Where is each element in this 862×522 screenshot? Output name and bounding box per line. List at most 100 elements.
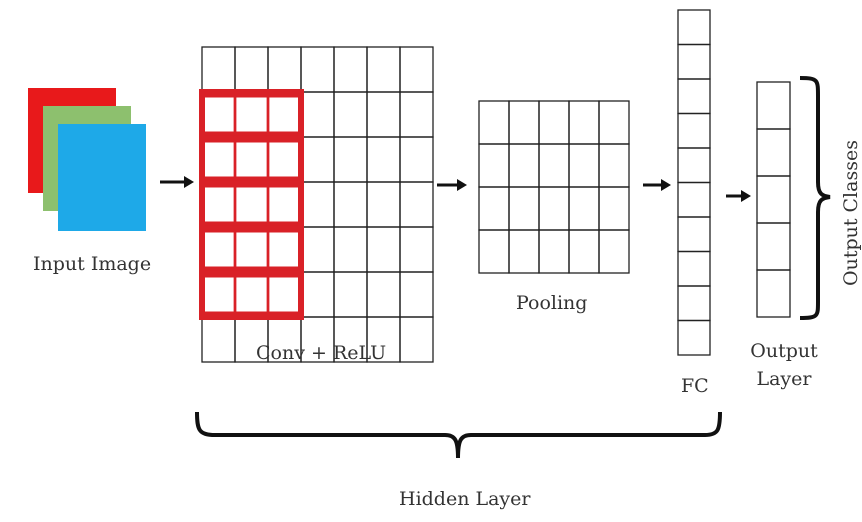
filter-cell [266,180,303,229]
fc-grid-cell [677,216,711,253]
hidden-layer-brace [195,411,722,459]
conv-grid-cell [201,316,236,363]
arrow-pooling-to-fc [643,179,671,191]
conv-grid-cell [234,271,269,318]
arrow-fc-to-output [726,190,751,202]
input-image-label: Input Image [33,253,152,275]
filter-row [199,227,304,272]
pooling-grid-cell [478,100,510,145]
output-grid-cell [756,175,791,224]
pooling-grid-cell [478,229,510,274]
conv-grid-cell [366,136,401,183]
conv-grid-cell [267,226,302,273]
conv-grid-cell [201,226,236,273]
pooling-grid-cell [538,100,570,145]
filter-cell [200,180,237,229]
conv-grid-cell [267,91,302,138]
conv-grid-cell [234,226,269,273]
filter-cell [266,270,303,319]
conv-grid-cell [300,136,335,183]
output-grid-cell [756,269,791,318]
conv-grid-cell [234,136,269,183]
conv-grid-cell [300,181,335,228]
fc-grid-cell [677,319,711,356]
fc-grid-cell [677,78,711,115]
conv-grid-cell [300,46,335,93]
output-grid-cell [756,222,791,271]
conv-grid-cell [399,46,434,93]
output-layer-label-line1: Output [750,340,818,362]
filter-cell [233,90,270,139]
filter-cell [200,225,237,274]
filter-cell [200,90,237,139]
conv-grid-cell [366,181,401,228]
conv-grid-cell [333,46,368,93]
filter-cell [200,135,237,184]
fc-grid-cell [677,147,711,184]
conv-grid-cell [267,46,302,93]
input-channel-blue [58,124,146,231]
output-classes-label: Output Classes [840,140,862,286]
filter-cell [266,135,303,184]
fc-grid-cell [677,285,711,322]
conv-grid-cell [300,271,335,318]
pooling-grid-cell [568,100,600,145]
filter-outline [199,89,304,320]
filter-row [199,182,304,227]
conv-grid-cell [333,181,368,228]
conv-grid-cell [399,91,434,138]
fc-grid-cell [677,112,711,149]
conv-grid-cell [267,136,302,183]
pooling-grid-cell [508,186,540,231]
output-classes-brace [799,76,831,320]
fc-grid-cell [677,181,711,218]
pooling-grid-cell [478,186,510,231]
filter-cell [266,225,303,274]
filter-cell [200,270,237,319]
pooling-grid-cell [538,229,570,274]
fc-grid-cell [677,250,711,287]
arrow-input-to-conv [160,176,194,188]
filter-row [199,92,304,137]
conv-grid-cell [201,271,236,318]
conv-grid-cell [333,91,368,138]
conv-grid-cell [267,181,302,228]
output-grid-cell [756,81,791,130]
conv-grid-cell [333,136,368,183]
conv-grid-cell [366,91,401,138]
output-layer-label: Output Layer [739,337,829,393]
grid-layers [199,9,791,363]
conv-grid-cell [399,226,434,273]
filter-row [199,137,304,182]
conv-grid-cell [201,181,236,228]
filter-cell [233,270,270,319]
filter-cell [266,90,303,139]
conv-grid-cell [300,91,335,138]
conv-grid-cell [366,271,401,318]
pooling-grid-cell [568,229,600,274]
pooling-grid-cell [598,186,630,231]
conv-grid-cell [399,181,434,228]
output-grid-cell [756,128,791,177]
conv-grid-cell [201,91,236,138]
pooling-grid-cell [508,100,540,145]
conv-grid-cell [366,226,401,273]
pooling-label: Pooling [516,292,588,314]
conv-grid-cell [201,136,236,183]
filter-cell [233,180,270,229]
fc-grid-cell [677,43,711,80]
pooling-grid-cell [598,143,630,188]
filter-cell [233,135,270,184]
pooling-grid-cell [568,143,600,188]
conv-grid-cell [399,136,434,183]
conv-grid-cell [366,46,401,93]
conv-grid-cell [399,271,434,318]
pooling-grid-cell [598,100,630,145]
pooling-grid-cell [508,229,540,274]
conv-grid-cell [267,271,302,318]
conv-grid-cell [201,46,236,93]
arrow-conv-to-pooling [437,179,467,191]
pooling-grid-cell [478,143,510,188]
conv-grid-cell [234,91,269,138]
